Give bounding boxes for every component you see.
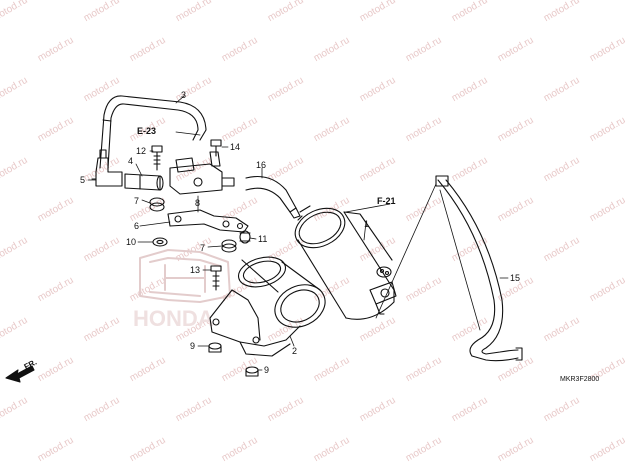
part-14-bolt bbox=[210, 139, 222, 157]
part-7-grommet-upper bbox=[149, 197, 165, 212]
label-part-5: 5 bbox=[80, 175, 86, 185]
part-9-bolt-right bbox=[245, 366, 259, 377]
label-part-7-lower: 7 bbox=[200, 243, 206, 253]
part-16-hose bbox=[245, 175, 301, 219]
label-part-14: 14 bbox=[230, 142, 241, 152]
label-part-11: 11 bbox=[258, 234, 268, 244]
label-part-3: 3 bbox=[181, 90, 187, 100]
diagram-code: MKR3F2800 bbox=[560, 376, 600, 383]
label-part-4: 4 bbox=[128, 156, 134, 166]
label-part-13: 13 bbox=[190, 265, 201, 275]
part-13-bolt bbox=[210, 265, 222, 291]
part-15-bracket bbox=[375, 183, 481, 331]
front-direction-arrow bbox=[5, 365, 35, 383]
label-part-15: 15 bbox=[510, 273, 521, 283]
ref-e23[interactable]: E-23 bbox=[137, 126, 157, 136]
part-7-grommet-lower bbox=[221, 239, 237, 253]
label-part-6: 6 bbox=[134, 221, 140, 231]
ref-f21[interactable]: F-21 bbox=[377, 196, 396, 206]
label-part-8: 8 bbox=[195, 198, 201, 208]
part-1-canister bbox=[294, 205, 397, 320]
part-4-tube bbox=[124, 173, 164, 191]
part-6-stay bbox=[167, 209, 249, 233]
label-part-2: 2 bbox=[292, 346, 298, 356]
part-12-bolt bbox=[151, 145, 163, 171]
part-11-collar bbox=[239, 230, 251, 244]
part-8-valve bbox=[169, 151, 235, 195]
part-3-hose bbox=[99, 95, 207, 169]
part-15-hose bbox=[435, 175, 523, 362]
label-part-9-left: 9 bbox=[190, 341, 196, 351]
part-9-bolt-left bbox=[208, 342, 222, 353]
leader-lines bbox=[87, 95, 509, 371]
label-part-1: 1 bbox=[364, 219, 370, 229]
part-10-washer bbox=[152, 237, 168, 247]
part-2-holder bbox=[209, 256, 326, 357]
label-part-10: 10 bbox=[126, 237, 137, 247]
honda-logo-lettering: HONDA bbox=[133, 306, 214, 331]
label-part-9-right: 9 bbox=[264, 365, 270, 375]
label-part-7-upper: 7 bbox=[134, 196, 140, 206]
part-5-elbow bbox=[91, 149, 123, 187]
honda-logo bbox=[139, 249, 231, 303]
label-part-12: 12 bbox=[136, 146, 147, 156]
label-part-16: 16 bbox=[256, 160, 267, 170]
